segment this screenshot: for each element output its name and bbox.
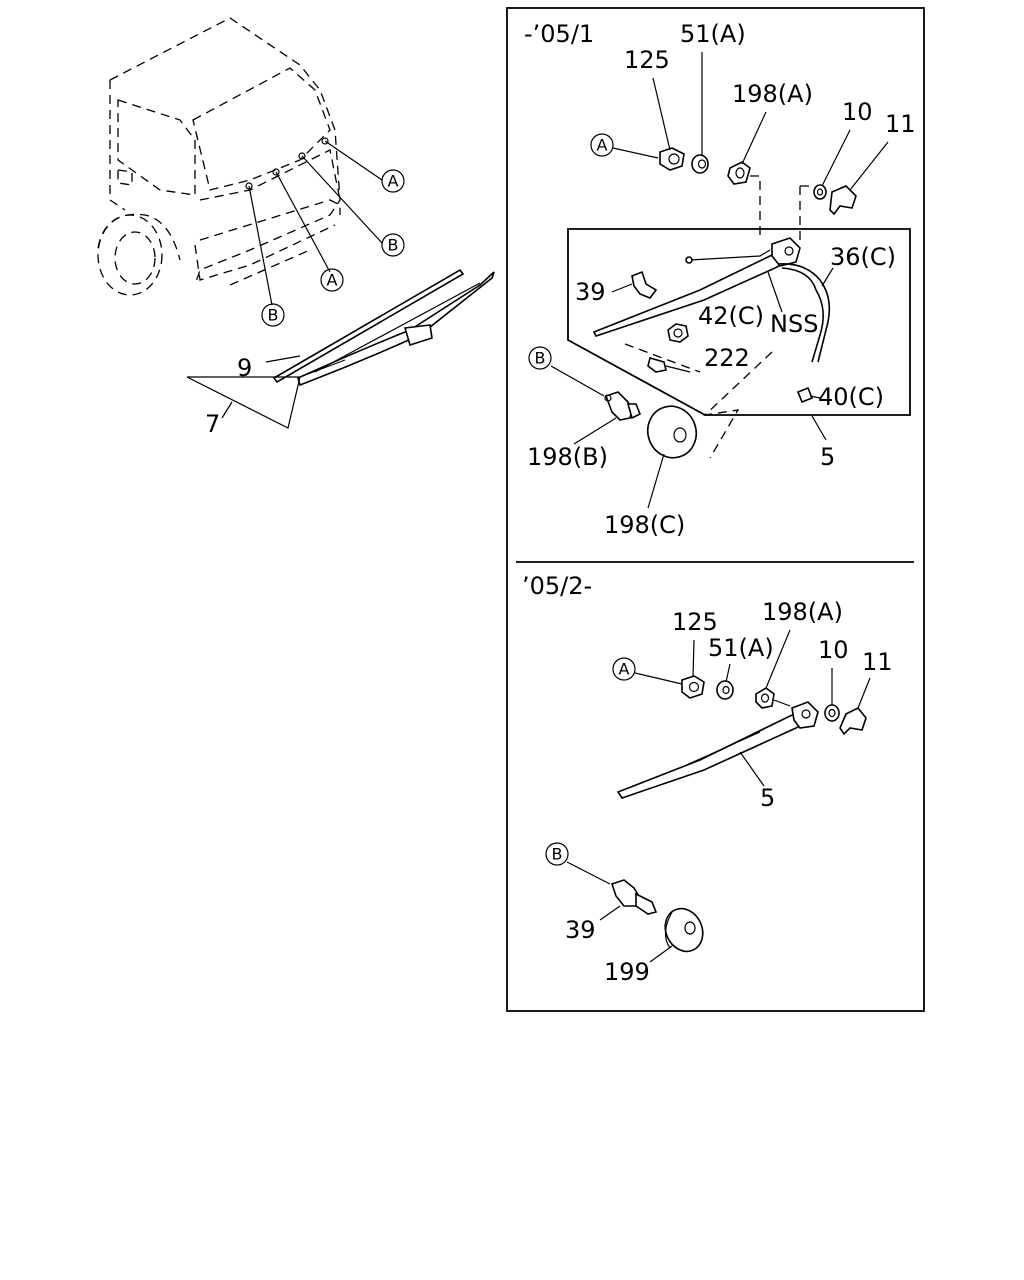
callout-letter: B xyxy=(535,349,546,368)
label-125: 125 xyxy=(624,46,670,74)
label-42c: 42(C) xyxy=(698,302,764,330)
label-222: 222 xyxy=(704,344,750,372)
washer-51a-bottom xyxy=(716,680,734,700)
washer-10 xyxy=(813,184,827,200)
vehicle-rear-view xyxy=(97,17,383,306)
callout-letter: B xyxy=(268,306,279,325)
part-number-label: 9 xyxy=(237,354,252,382)
nut-125-bottom xyxy=(681,675,705,699)
label-51a: 51(A) xyxy=(708,634,774,662)
callout-letter: A xyxy=(388,172,399,191)
label-11: 11 xyxy=(862,648,893,676)
callout-letter: A xyxy=(327,271,338,290)
label-51a: 51(A) xyxy=(680,20,746,48)
label-5: 5 xyxy=(760,784,775,812)
label-39: 39 xyxy=(565,916,596,944)
callout-letter: B xyxy=(388,236,399,255)
callout-a-bottom: A xyxy=(612,657,683,685)
part-number-label: 7 xyxy=(205,410,220,438)
callout-a-vehicle-1: A xyxy=(381,169,405,193)
period-label: -’05/1 xyxy=(524,20,594,48)
wiper-arm-bottom xyxy=(616,701,819,799)
cap-198a xyxy=(727,161,751,185)
callout-b-vehicle-1: B xyxy=(381,233,405,257)
washer-hose-36c xyxy=(777,263,831,363)
label-198c: 198(C) xyxy=(604,511,685,539)
label-10: 10 xyxy=(818,636,849,664)
label-40c: 40(C) xyxy=(818,383,884,411)
label-10: 10 xyxy=(842,98,873,126)
label-nss: NSS xyxy=(770,310,818,338)
grommet-199 xyxy=(664,907,704,953)
top-panel: -’05/1 A 125 51(A) 198(A) xyxy=(524,20,916,539)
label-199: 199 xyxy=(604,958,650,986)
callout-b-top: B xyxy=(528,346,605,397)
nut-125 xyxy=(659,147,685,171)
label-36c: 36(C) xyxy=(830,243,896,271)
nozzle-40c xyxy=(796,386,814,404)
label-5: 5 xyxy=(820,443,835,471)
callout-b-bottom: B xyxy=(545,842,611,885)
motor-shaft-198b xyxy=(604,391,642,421)
cap-11 xyxy=(829,185,857,216)
washer-nozzle-subbox xyxy=(567,228,911,416)
period-label: ’05/2- xyxy=(522,572,592,600)
clip-39 xyxy=(631,270,658,299)
label-198a: 198(A) xyxy=(762,598,843,626)
wiper-blade-assembly xyxy=(272,268,495,387)
label-125: 125 xyxy=(672,608,718,636)
callout-a-top: A xyxy=(590,133,659,159)
callout-a-vehicle-2: A xyxy=(320,268,344,292)
bottom-panel: ’05/2- A 125 51(A) 198(A) xyxy=(522,572,893,986)
callout-b-vehicle-2: B xyxy=(261,303,285,327)
label-7: 7 xyxy=(186,359,346,438)
label-39: 39 xyxy=(575,278,606,306)
washer-10-bottom xyxy=(824,704,840,722)
washer-51a xyxy=(691,154,709,174)
screw-222 xyxy=(647,357,691,373)
label-9: 9 xyxy=(237,354,301,382)
callout-letter: A xyxy=(619,660,630,679)
cap-11-bottom xyxy=(839,706,867,736)
motor-shaft-39-bottom xyxy=(610,879,658,915)
label-11: 11 xyxy=(885,110,916,138)
callout-letter: A xyxy=(597,136,608,155)
label-198b: 198(B) xyxy=(527,443,608,471)
cap-198a-bottom xyxy=(755,687,775,709)
label-198a: 198(A) xyxy=(732,80,813,108)
parts-frame xyxy=(506,7,925,1012)
wiper-arm-top xyxy=(592,237,801,337)
grommet-42c xyxy=(667,323,689,343)
callout-letter: B xyxy=(552,845,563,864)
disk-198c xyxy=(646,405,698,459)
